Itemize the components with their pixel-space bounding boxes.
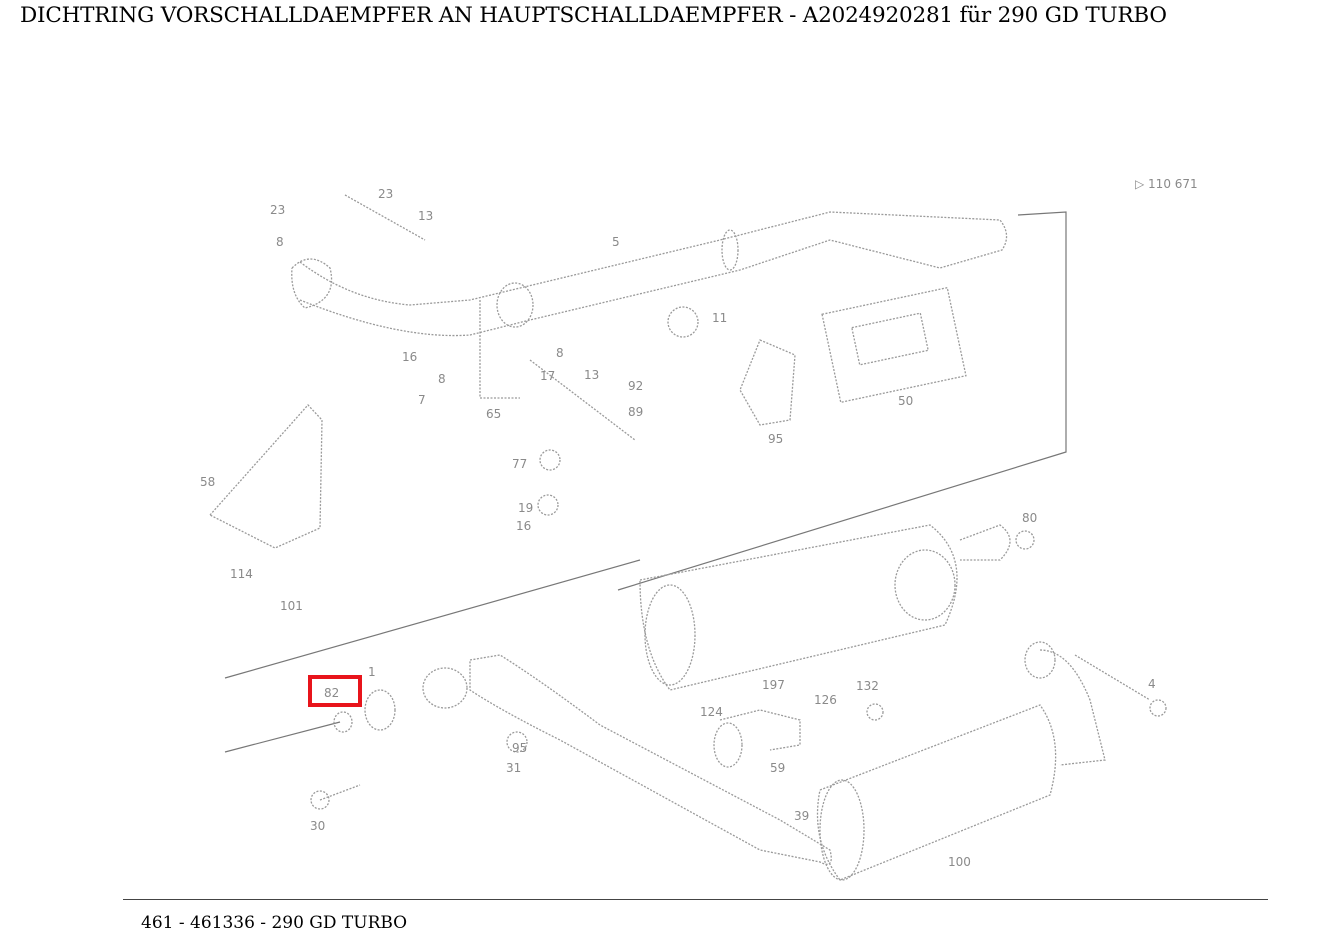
callout: 13 xyxy=(418,209,433,223)
callout: 13 xyxy=(584,368,599,382)
callout: 101 xyxy=(280,599,303,613)
mounting-stud xyxy=(479,300,520,399)
main-silencer xyxy=(816,704,1057,881)
hanger-bracket xyxy=(739,339,796,426)
callout: 8 xyxy=(556,346,564,360)
stud-long xyxy=(529,359,636,441)
tail-hanger-nut xyxy=(1149,699,1167,717)
callout: 4 xyxy=(1148,677,1156,691)
lower-assembly-frame-top xyxy=(224,559,641,679)
small-bolt-shaft xyxy=(319,784,361,801)
callout: 30 xyxy=(310,819,325,833)
heat-shield xyxy=(208,404,323,549)
nut-lower xyxy=(537,494,559,516)
reference-code: ▷ 110 671 xyxy=(1135,177,1198,191)
lower-assembly-frame-bottom xyxy=(224,721,341,753)
callout: 59 xyxy=(770,761,785,775)
callout: 114 xyxy=(230,567,253,581)
callout: 80 xyxy=(1022,511,1037,525)
callout: 126 xyxy=(814,693,837,707)
highlight-box[interactable] xyxy=(308,675,362,707)
tail-bracket xyxy=(959,524,1011,561)
rubber-mount xyxy=(713,722,743,768)
exhaust-clamp-upper xyxy=(291,258,333,309)
washer-lower xyxy=(506,731,528,753)
callout: 16 xyxy=(516,519,531,533)
callout: 1 xyxy=(368,665,376,679)
callout: 8 xyxy=(276,235,284,249)
nut-upper xyxy=(539,449,561,471)
gasket-small xyxy=(333,711,353,733)
callout-labels: ▷ 110 671 23 13 23 8 5 7 8 16 11 92 89 8… xyxy=(200,177,1198,869)
callout: 89 xyxy=(628,405,643,419)
callout: 100 xyxy=(948,855,971,869)
catalytic-converter xyxy=(821,286,967,404)
callout: 19 xyxy=(518,501,533,515)
callout: 11 xyxy=(712,311,727,325)
callout: 23 xyxy=(270,203,285,217)
main-silencer-end xyxy=(819,779,865,881)
callout: 95 xyxy=(768,432,783,446)
front-pipe xyxy=(299,211,1008,337)
callout: 77 xyxy=(512,457,527,471)
silencer-end-cap xyxy=(644,584,696,686)
callout: 197 xyxy=(762,678,785,692)
clamp-nut-right xyxy=(1015,530,1035,550)
callout: 39 xyxy=(794,809,809,823)
tailpipe xyxy=(1039,649,1106,766)
callout: 132 xyxy=(856,679,879,693)
stud-bolt-upper xyxy=(344,194,426,241)
callout: 124 xyxy=(700,705,723,719)
bracket-bolt xyxy=(667,306,699,338)
callout: 65 xyxy=(486,407,501,421)
callout: 95 xyxy=(512,741,527,755)
pipe-joint xyxy=(721,229,739,271)
callout: 7 xyxy=(418,393,426,407)
callout: 16 xyxy=(402,350,417,364)
callout: 50 xyxy=(898,394,913,408)
callout: 17 xyxy=(540,369,555,383)
washer-right xyxy=(866,703,884,721)
callout-highlighted: 82 xyxy=(324,686,339,700)
silencer-clamp xyxy=(894,549,956,621)
tail-hanger xyxy=(1074,654,1151,701)
front-silencer xyxy=(639,524,958,691)
upper-assembly-frame xyxy=(617,211,1067,591)
pipe-clamp-lower xyxy=(422,667,468,709)
page-title: DICHTRING VORSCHALLDAEMPFER AN HAUPTSCHA… xyxy=(20,3,1167,28)
small-bolt xyxy=(310,790,330,810)
callout: 5 xyxy=(612,235,620,249)
callout: 58 xyxy=(200,475,215,489)
callout: 8 xyxy=(438,372,446,386)
tailpipe-clamp xyxy=(1024,641,1056,679)
callout: 92 xyxy=(628,379,643,393)
converter-window xyxy=(851,312,929,366)
callout: 31 xyxy=(506,761,521,775)
footer-caption: 461 - 461336 - 290 GD TURBO xyxy=(141,913,408,933)
sealing-ring xyxy=(364,689,396,731)
hanger-assembly xyxy=(719,709,801,751)
callout: 23 xyxy=(378,187,393,201)
pipe-flange xyxy=(496,282,534,328)
footer-divider xyxy=(123,899,1268,900)
